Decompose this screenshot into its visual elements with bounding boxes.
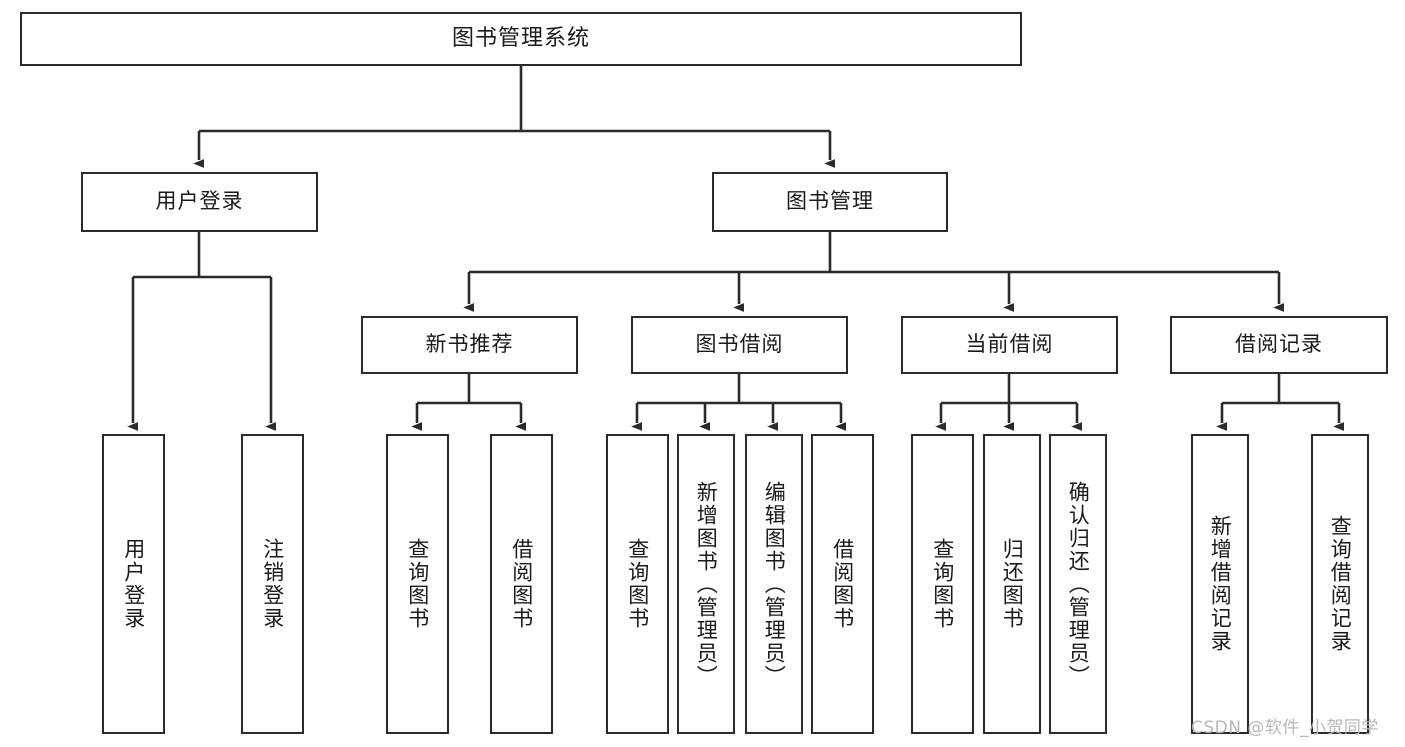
node-borrow-record[interactable]: 借阅记录 — [1170, 316, 1388, 374]
leaf-user-logout[interactable]: 注销登录 — [241, 434, 304, 734]
leaf-return-book[interactable]: 归还图书 — [983, 434, 1041, 734]
leaf-edit-book[interactable]: 编辑图书（管理员） — [745, 434, 803, 734]
leaf-borrow-book-2[interactable]: 借阅图书 — [811, 434, 874, 734]
node-current-borrow[interactable]: 当前借阅 — [901, 316, 1118, 374]
node-book-manage[interactable]: 图书管理 — [712, 172, 948, 232]
node-root[interactable]: 图书管理系统 — [20, 12, 1022, 66]
node-book-borrow[interactable]: 图书借阅 — [631, 316, 848, 374]
node-user-login[interactable]: 用户登录 — [81, 172, 318, 232]
csdn-watermark: CSDN @软件_小贺同学 — [1191, 718, 1379, 738]
leaf-add-book[interactable]: 新增图书（管理员） — [677, 434, 735, 734]
leaf-confirm-return[interactable]: 确认归还（管理员） — [1049, 434, 1107, 734]
leaf-query-book-3[interactable]: 查询图书 — [911, 434, 974, 734]
leaf-query-book-2[interactable]: 查询图书 — [606, 434, 669, 734]
node-new-book-recommend[interactable]: 新书推荐 — [361, 316, 578, 374]
leaf-user-login[interactable]: 用户登录 — [102, 434, 165, 734]
leaf-add-record[interactable]: 新增借阅记录 — [1191, 434, 1249, 734]
leaf-query-record[interactable]: 查询借阅记录 — [1311, 434, 1369, 734]
leaf-query-book-1[interactable]: 查询图书 — [386, 434, 449, 734]
leaf-borrow-book-1[interactable]: 借阅图书 — [490, 434, 553, 734]
